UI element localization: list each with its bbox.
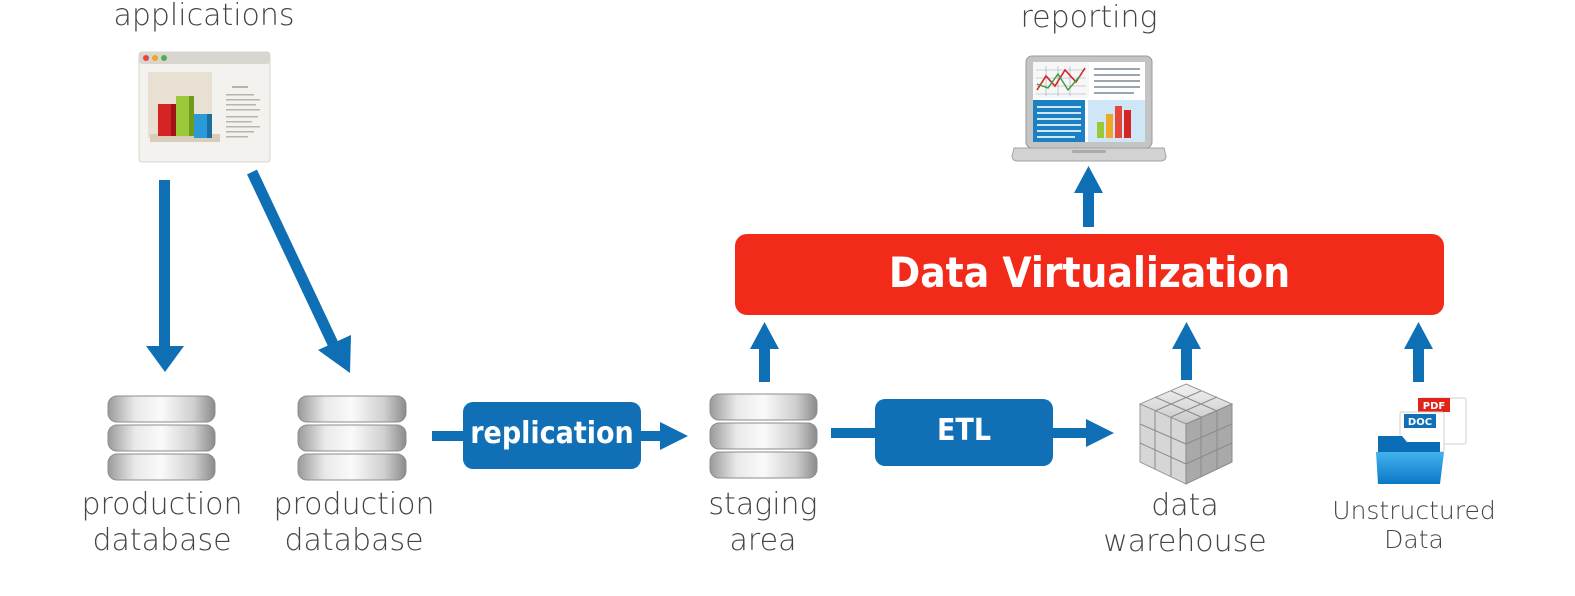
- production-database-1-label: production database: [81, 487, 243, 558]
- production-database-2-label: production database: [273, 487, 435, 558]
- data-cube-icon: [1138, 383, 1234, 485]
- etl-box: [875, 399, 1053, 466]
- data-virtualization-title: Data Virtualization: [888, 248, 1291, 297]
- database-icon: [709, 393, 818, 479]
- arrow-unstructured-to-virtualization: [1404, 322, 1433, 382]
- laptop-report-icon: [1011, 55, 1167, 162]
- arrow-warehouse-to-virtualization: [1172, 322, 1201, 380]
- database-icon: [297, 395, 407, 481]
- application-window-icon: [138, 51, 271, 163]
- applications-label: applications: [113, 0, 295, 33]
- data-warehouse-label: data warehouse: [1103, 488, 1267, 559]
- pdf-badge: PDF: [1423, 401, 1445, 412]
- arrow-virtualization-to-reporting: [1074, 166, 1103, 227]
- staging-area-label: staging area: [708, 487, 818, 558]
- unstructured-data-label: Unstructured Data: [1332, 496, 1496, 554]
- doc-badge: DOC: [1408, 417, 1432, 428]
- arrow-apps-to-prod-db-1: [146, 180, 184, 372]
- arrow-staging-to-virtualization: [750, 322, 779, 382]
- etl-label: ETL: [936, 413, 992, 448]
- document-folder-icon: PDF DOC: [1376, 397, 1467, 484]
- data-virtualization-box: [735, 234, 1444, 315]
- replication-label: replication: [470, 416, 634, 451]
- reporting-label: reporting: [1020, 0, 1158, 35]
- replication-box: [463, 402, 641, 469]
- database-icon: [107, 395, 216, 481]
- arrow-apps-to-prod-db-2: [247, 169, 351, 373]
